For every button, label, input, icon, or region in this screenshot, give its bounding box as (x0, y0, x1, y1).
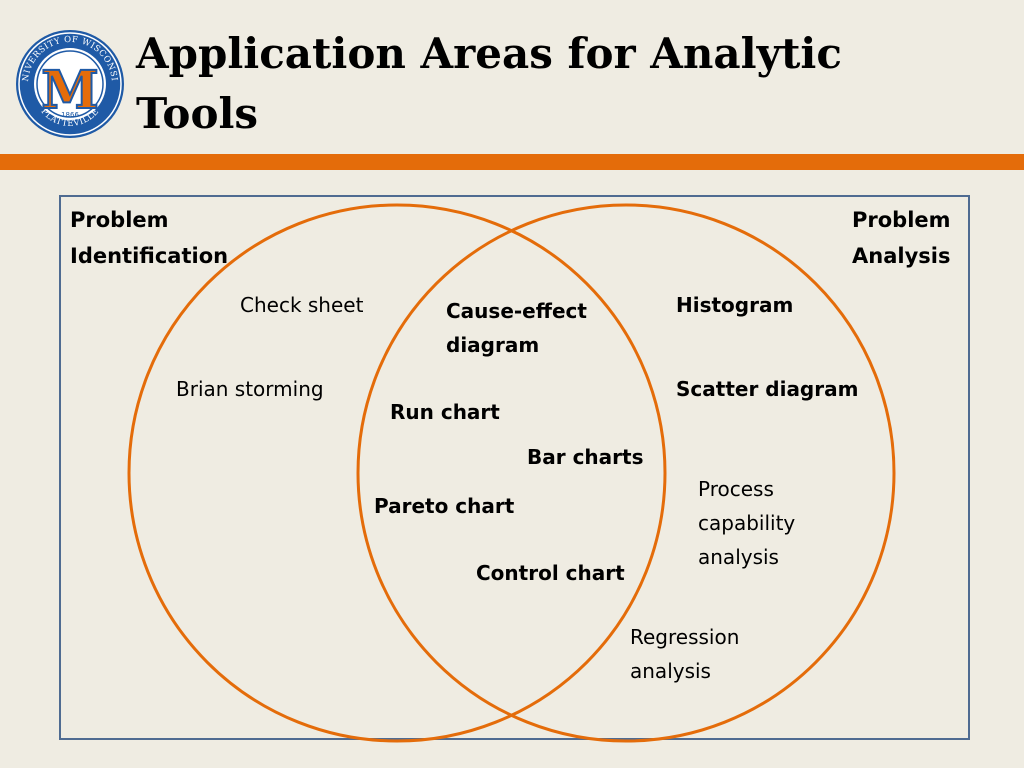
item-cause-effect-line-1: Cause-effect (446, 299, 587, 323)
set-label-right-line-1: Problem (852, 208, 951, 232)
venn-diagram-frame (59, 195, 970, 740)
logo-letter: M (41, 60, 99, 121)
slide-title-line-1: Application Areas for Analytic (136, 29, 842, 78)
item-pareto-chart: Pareto chart (374, 494, 515, 518)
university-logo: UNIVERSITY OF WISCONSIN PLATTEVILLE M 18… (14, 28, 124, 138)
item-process-capability-line-1: Process (698, 477, 774, 501)
item-regression-line-1: Regression (630, 625, 740, 649)
item-control-chart: Control chart (476, 561, 625, 585)
item-process-capability-line-2: capability (698, 511, 796, 535)
slide-title: Application Areas for Analytic Tools (136, 24, 996, 144)
problem-analysis-circle (356, 203, 896, 743)
title-divider-bar (0, 154, 1024, 170)
item-brian-storming: Brian storming (176, 377, 324, 401)
item-check-sheet: Check sheet (240, 293, 364, 317)
item-process-capability-line-3: analysis (698, 545, 779, 569)
item-regression-line-2: analysis (630, 659, 711, 683)
set-label-left-line-2: Identification (70, 244, 229, 268)
problem-identification-circle (127, 203, 667, 743)
slide-title-line-2: Tools (136, 89, 259, 138)
item-scatter-diagram: Scatter diagram (676, 377, 859, 401)
item-run-chart: Run chart (390, 400, 500, 424)
item-bar-charts: Bar charts (527, 445, 644, 469)
set-label-left-line-1: Problem (70, 208, 169, 232)
logo-year: 1866 (61, 111, 79, 119)
item-cause-effect-line-2: diagram (446, 333, 540, 357)
set-label-problem-identification: Problem Identification (70, 202, 228, 274)
set-label-right-line-2: Analysis (852, 244, 951, 268)
set-label-problem-analysis: Problem Analysis (852, 202, 951, 274)
item-histogram: Histogram (676, 293, 794, 317)
